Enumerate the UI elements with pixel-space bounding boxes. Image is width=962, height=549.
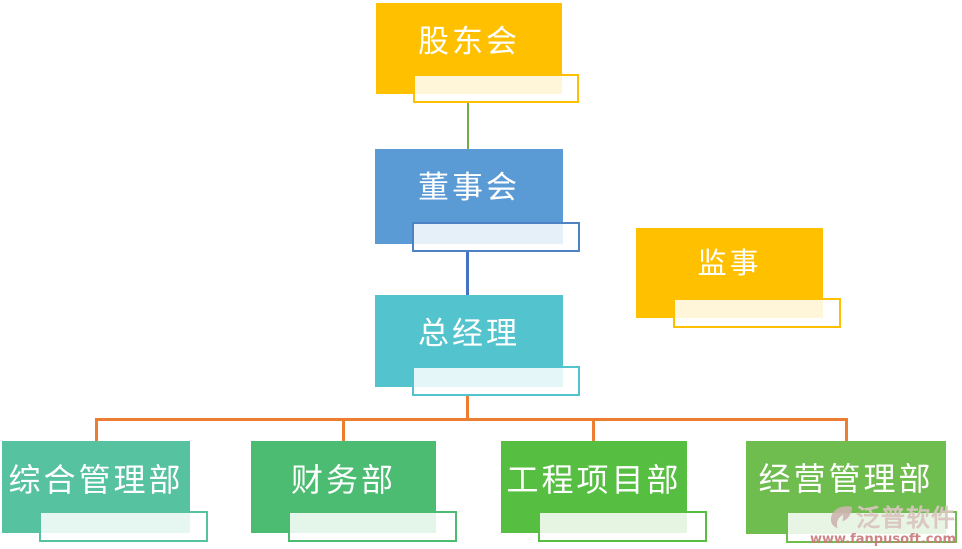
edge-board-general-manager — [466, 252, 469, 295]
edge-drop-dept-finance — [342, 418, 345, 442]
org-node-board-label: 董事会 — [418, 170, 520, 206]
org-node-dept-biz-admin-label: 经营管理部 — [758, 459, 934, 498]
org-node-supervisor-nameplate — [673, 298, 841, 328]
org-node-shareholders-nameplate — [413, 74, 579, 103]
org-node-supervisor-label: 监事 — [697, 245, 762, 280]
edge-gm-rail — [95, 418, 848, 421]
edge-drop-dept-biz-admin — [845, 418, 848, 442]
org-node-dept-general-admin-label: 综合管理部 — [8, 461, 184, 499]
org-node-dept-finance-label: 财务部 — [290, 461, 396, 499]
edge-gm-stem — [466, 396, 469, 421]
org-node-board-nameplate — [412, 222, 580, 252]
fanpu-logo-icon — [829, 504, 854, 532]
org-node-dept-general-admin-nameplate — [39, 511, 208, 542]
edge-shareholders-board — [467, 103, 469, 149]
watermark: 泛普软件 www.fanpusoft.com — [810, 504, 956, 546]
org-node-dept-eng-projects-nameplate — [538, 511, 707, 542]
org-node-dept-eng-projects-label: 工程项目部 — [506, 461, 682, 499]
watermark-url-text: www.fanpusoft.com — [809, 532, 956, 547]
watermark-brand-text: 泛普软件 — [856, 504, 956, 532]
org-node-dept-biz-admin-nameplate — [786, 511, 957, 543]
edge-drop-dept-general-admin — [95, 418, 98, 442]
org-node-general-manager-nameplate — [412, 366, 580, 396]
org-node-dept-finance-nameplate — [288, 511, 457, 542]
org-node-general-manager-label: 总经理 — [418, 315, 520, 352]
org-node-shareholders-label: 股东会 — [418, 24, 520, 60]
edge-drop-dept-eng-projects — [592, 418, 595, 442]
org-node-general-manager: 总经理 — [375, 295, 563, 387]
